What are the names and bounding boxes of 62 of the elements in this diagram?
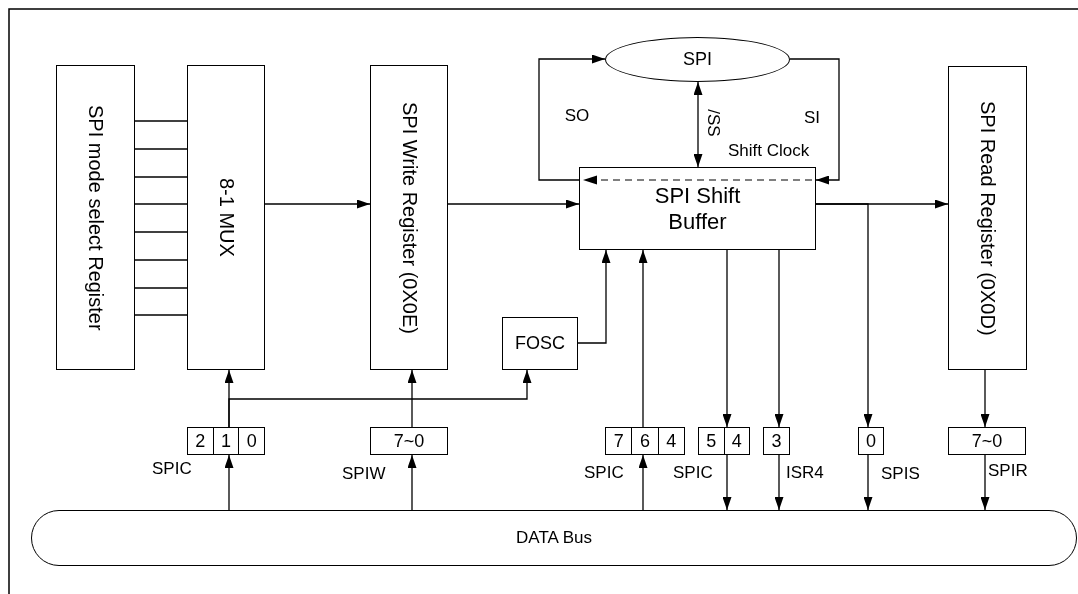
- bit-cell: 4: [657, 428, 684, 454]
- block-label: SPI Read Register (0X0D): [976, 100, 999, 336]
- bit-cell-text: 2: [194, 429, 207, 453]
- arrow: [538, 54, 606, 181]
- bit-cell-text: 3: [770, 429, 783, 453]
- arrow: [693, 81, 703, 168]
- block-label: 8-1 MUX: [214, 178, 238, 257]
- bit-cell: 1: [212, 428, 239, 454]
- arrow: [407, 369, 417, 428]
- register-name: SPIR: [988, 461, 1028, 481]
- arrow: [447, 199, 580, 209]
- arrow: [264, 199, 371, 209]
- register-name: SPIW: [342, 464, 386, 484]
- arrow: [638, 249, 648, 428]
- arrow: [722, 454, 732, 511]
- arrow: [407, 454, 417, 511]
- block-box: [370, 65, 448, 370]
- arrow: [722, 249, 732, 428]
- bit-cell-text: 0: [865, 429, 877, 453]
- connector-line: [134, 120, 188, 122]
- bit-cell: 0: [238, 428, 264, 454]
- arrow: [774, 249, 784, 428]
- block-box: [502, 317, 578, 370]
- block-label: SPI: [683, 49, 712, 70]
- connector-line: [134, 176, 188, 178]
- connector-line: [134, 148, 188, 150]
- arrow: [774, 454, 784, 511]
- block-box: [948, 66, 1027, 370]
- connector-line: [134, 231, 188, 233]
- register-name: SPIC: [673, 463, 713, 483]
- connector-line: [134, 314, 188, 316]
- bit-cell-text: 5: [705, 429, 718, 453]
- arrow: [863, 454, 873, 511]
- register-name: SPIS: [881, 464, 920, 484]
- arrow: [228, 369, 532, 428]
- block-label: DATA Bus: [516, 528, 592, 548]
- arrow: [638, 454, 648, 511]
- arrow: [577, 249, 611, 344]
- bit-cell-text: 7: [612, 429, 625, 453]
- bit-cell: 6: [631, 428, 658, 454]
- arrow: [980, 369, 990, 428]
- arrow: [980, 454, 990, 511]
- block-box: [187, 65, 265, 370]
- arrow: [789, 58, 840, 185]
- bit-cell-text: 7~0: [970, 429, 1004, 453]
- block-label: SPI Shift Buffer: [653, 183, 742, 234]
- connector-line: [134, 259, 188, 261]
- block-box: [579, 167, 816, 250]
- connector-line: [134, 203, 188, 205]
- block-label: FOSC: [515, 333, 565, 354]
- signal-label: Shift Clock: [728, 141, 810, 161]
- register-name: SPIC: [152, 459, 192, 479]
- register-name: ISR4: [786, 463, 824, 483]
- block-label: SPI mode select Register: [84, 104, 107, 331]
- connector-line: [134, 287, 188, 289]
- block-box: [56, 65, 135, 370]
- arrow: [224, 454, 234, 511]
- register-name: SPIC: [584, 463, 624, 483]
- block-label: SPI Write Register (0X0E): [397, 101, 421, 334]
- arrow: [815, 203, 873, 428]
- bit-cell-text: 7~0: [392, 429, 426, 453]
- bit-cell: 4: [723, 428, 749, 454]
